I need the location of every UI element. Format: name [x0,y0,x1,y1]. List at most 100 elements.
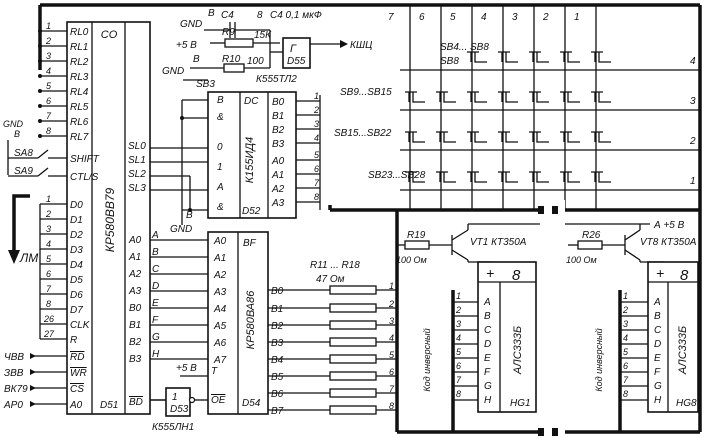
dec-out-num-1: 2 [313,105,319,115]
cpu-pin-16: D6 [70,290,83,301]
cpu-rl-num-2: 3 [46,51,51,61]
kbd-label-sb8: SB8 [440,56,459,67]
cpu-d-num-13: 4 [46,239,51,249]
cpu-pin-18: CLK [70,320,91,331]
cpu-d-num-15: 6 [46,269,51,279]
cpu-rl-num-1: 2 [45,36,51,46]
buf-out-pin-3: B3 [271,338,284,349]
c4-eight: 8 [257,10,263,21]
hg8-seg-pin-6: G [654,381,662,392]
left-switches: GND В SA8 SA9 ЛМ [3,119,67,265]
hg8-num-5: 6 [623,361,628,371]
cpu-out-b2: B2 [129,337,142,348]
bus-lines [38,3,702,434]
dec-in-1: 1 [217,162,223,173]
hg1-num-2: 3 [456,319,461,329]
dec-in-and1: & [217,112,224,123]
r10-value: 100 [247,56,264,67]
key-switch-r3-c2 [467,171,487,183]
cpu-ext-20: ЧВВ [4,352,24,363]
hg1-seg-pin-7: H [484,395,492,406]
cpu-d-num-16: 7 [46,284,52,294]
buf-in-pin-4: A4 [213,304,227,315]
buf-in-pin-2: A2 [213,270,227,281]
cpu-sl0: SL0 [128,141,146,152]
osc-b: В [208,8,215,19]
res-5 [329,371,377,381]
cpu-ctl-arrow-20 [30,353,36,359]
cpu-rl-node-4 [38,89,42,93]
sa8-label: SA8 [14,148,33,159]
dec-out-pin-1: B1 [272,111,284,122]
hg1-num-4: 5 [456,347,462,357]
key-switch-r1-c4 [529,91,549,103]
cpu-pin-17: D7 [70,305,83,316]
cpu-pin-5: RL5 [70,102,89,113]
lm-label: ЛМ [19,251,38,265]
cpu-ctl-arrow-22 [30,385,36,391]
res-num-4: 5 [389,350,395,360]
res-num-3: 4 [389,333,394,343]
cpu-rl-num-5: 6 [46,96,51,106]
hg8-seg-pin-5: F [654,367,661,378]
cpu-ref: D51 [100,400,118,411]
kbd-row-num-2: 2 [689,136,696,147]
left-b: В [14,129,20,139]
buf-out-pin-1: B1 [271,304,283,315]
key-switch-r2-c6 [591,131,611,143]
cpu-rl-num-4: 5 [46,81,52,91]
key-switch-r2-c1 [436,131,456,143]
cpu-left-pins: RL01RL12RL23RL34RL45RL56RL67RL78SHIFTCTL… [3,21,100,411]
schmitt-symbol: Г [290,43,297,55]
r26-label: R26 [582,230,601,241]
sig-letter-6: G [152,332,160,343]
key-switch-r3-c1 [436,171,456,183]
buf-ref: D54 [242,398,261,409]
hg8-num-1: 2 [622,305,628,315]
dec-b-label: B [186,210,193,221]
dec-out-pin-7: A3 [271,198,285,209]
buf-out-pin-0: B0 [271,286,284,297]
dec-out-pin-6: A2 [271,184,285,195]
cpu-pin-15: D5 [70,275,83,286]
buf-out-pin-7: B7 [271,406,284,417]
cpu-ext-21: ЗВВ [4,368,24,379]
hg8-seg-pin-7: H [654,395,662,406]
res-num-5: 6 [389,367,394,377]
res-2 [329,320,377,330]
vt8-label: VT8 КТ350А [640,237,697,248]
key-switch-r1-c5 [560,91,580,103]
cpu-d-num-11: 2 [45,209,51,219]
cpu-pin-14: D4 [70,260,83,271]
buf-in-pin-3: A3 [213,287,227,298]
cpu-sl2: SL2 [128,169,146,180]
cpu-rl-num-7: 8 [46,126,51,136]
kbd-col-num-6: 1 [574,12,580,23]
cpu-rl-node-0 [38,29,42,33]
key-switch-r0-c5 [560,51,580,63]
dec-in-0: 0 [217,142,223,153]
left-gnd: GND [3,119,24,129]
kbd-col-num-5: 2 [542,12,549,23]
vt1-label: VT1 КТ350А [470,237,527,248]
hg8-num-7: 8 [623,389,628,399]
hg1-seg-pin-3: D [484,339,491,350]
buf-in-pin-5: A5 [213,321,227,332]
inv-label: 1 [172,392,178,403]
dec-out-pin-5: A1 [271,170,284,181]
key-switch-r0-c2 [467,51,487,63]
resistor-bank: R11 ... R18 47 Ом [310,260,360,285]
dec-out-pin-2: B2 [272,125,285,136]
key-switch-r3-c6 [591,171,611,183]
cpu-pin-10: D0 [70,200,83,211]
cpu-out-a2: A2 [128,269,142,280]
hg8-num-0: 1 [623,291,628,301]
dec-gnd-label: GND [170,224,192,235]
schmitt-oscillator: GND В C4 8 C4 0,1 мкФ +5 В R9 15К GND В … [162,8,372,90]
cpu-d-num-17: 8 [46,299,51,309]
cpu-pin-19: R [70,335,77,346]
